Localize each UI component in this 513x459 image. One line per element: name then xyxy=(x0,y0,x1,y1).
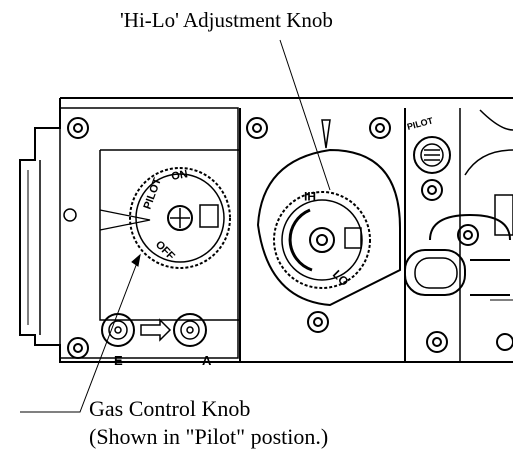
screw-top-left xyxy=(67,117,89,139)
screw-right-2 xyxy=(457,224,479,246)
screw-bottom-left xyxy=(67,337,89,359)
gas-control-arrowhead xyxy=(131,253,141,267)
flow-arrow xyxy=(140,318,172,342)
indicator-triangle xyxy=(321,119,331,149)
screw-bottom-mid xyxy=(307,311,329,333)
pilot-port-label: PILOT xyxy=(406,115,435,132)
port-a xyxy=(173,313,207,347)
valve-outlet-section xyxy=(404,109,513,301)
screw-right-3 xyxy=(426,331,448,353)
gas-control-leader xyxy=(20,254,141,413)
gas-control-callout-note: (Shown in "Pilot" postion.) xyxy=(89,424,329,449)
mount-hole xyxy=(63,208,77,222)
dial-label-on: ON xyxy=(170,168,188,183)
pilot-port xyxy=(413,136,451,174)
port-e xyxy=(101,313,135,347)
port-e-label: E xyxy=(114,353,123,368)
adjustment-knob-callout: 'Hi-Lo' Adjustment Knob xyxy=(120,8,333,32)
valve-body xyxy=(19,97,513,363)
screw-right-4 xyxy=(496,333,513,351)
screw-right-1 xyxy=(421,179,443,201)
dial-label-hi: HI xyxy=(304,189,316,203)
adjustment-knob-leader xyxy=(279,39,331,191)
dial-label-off: OFF xyxy=(153,239,177,263)
screw-top-right xyxy=(369,117,391,139)
screw-top-mid xyxy=(246,117,268,139)
gas-control-knob xyxy=(129,167,231,269)
gas-control-callout-title: Gas Control Knob xyxy=(89,396,251,421)
hi-lo-adjustment-knob xyxy=(256,148,401,307)
port-a-label: A xyxy=(202,353,212,368)
